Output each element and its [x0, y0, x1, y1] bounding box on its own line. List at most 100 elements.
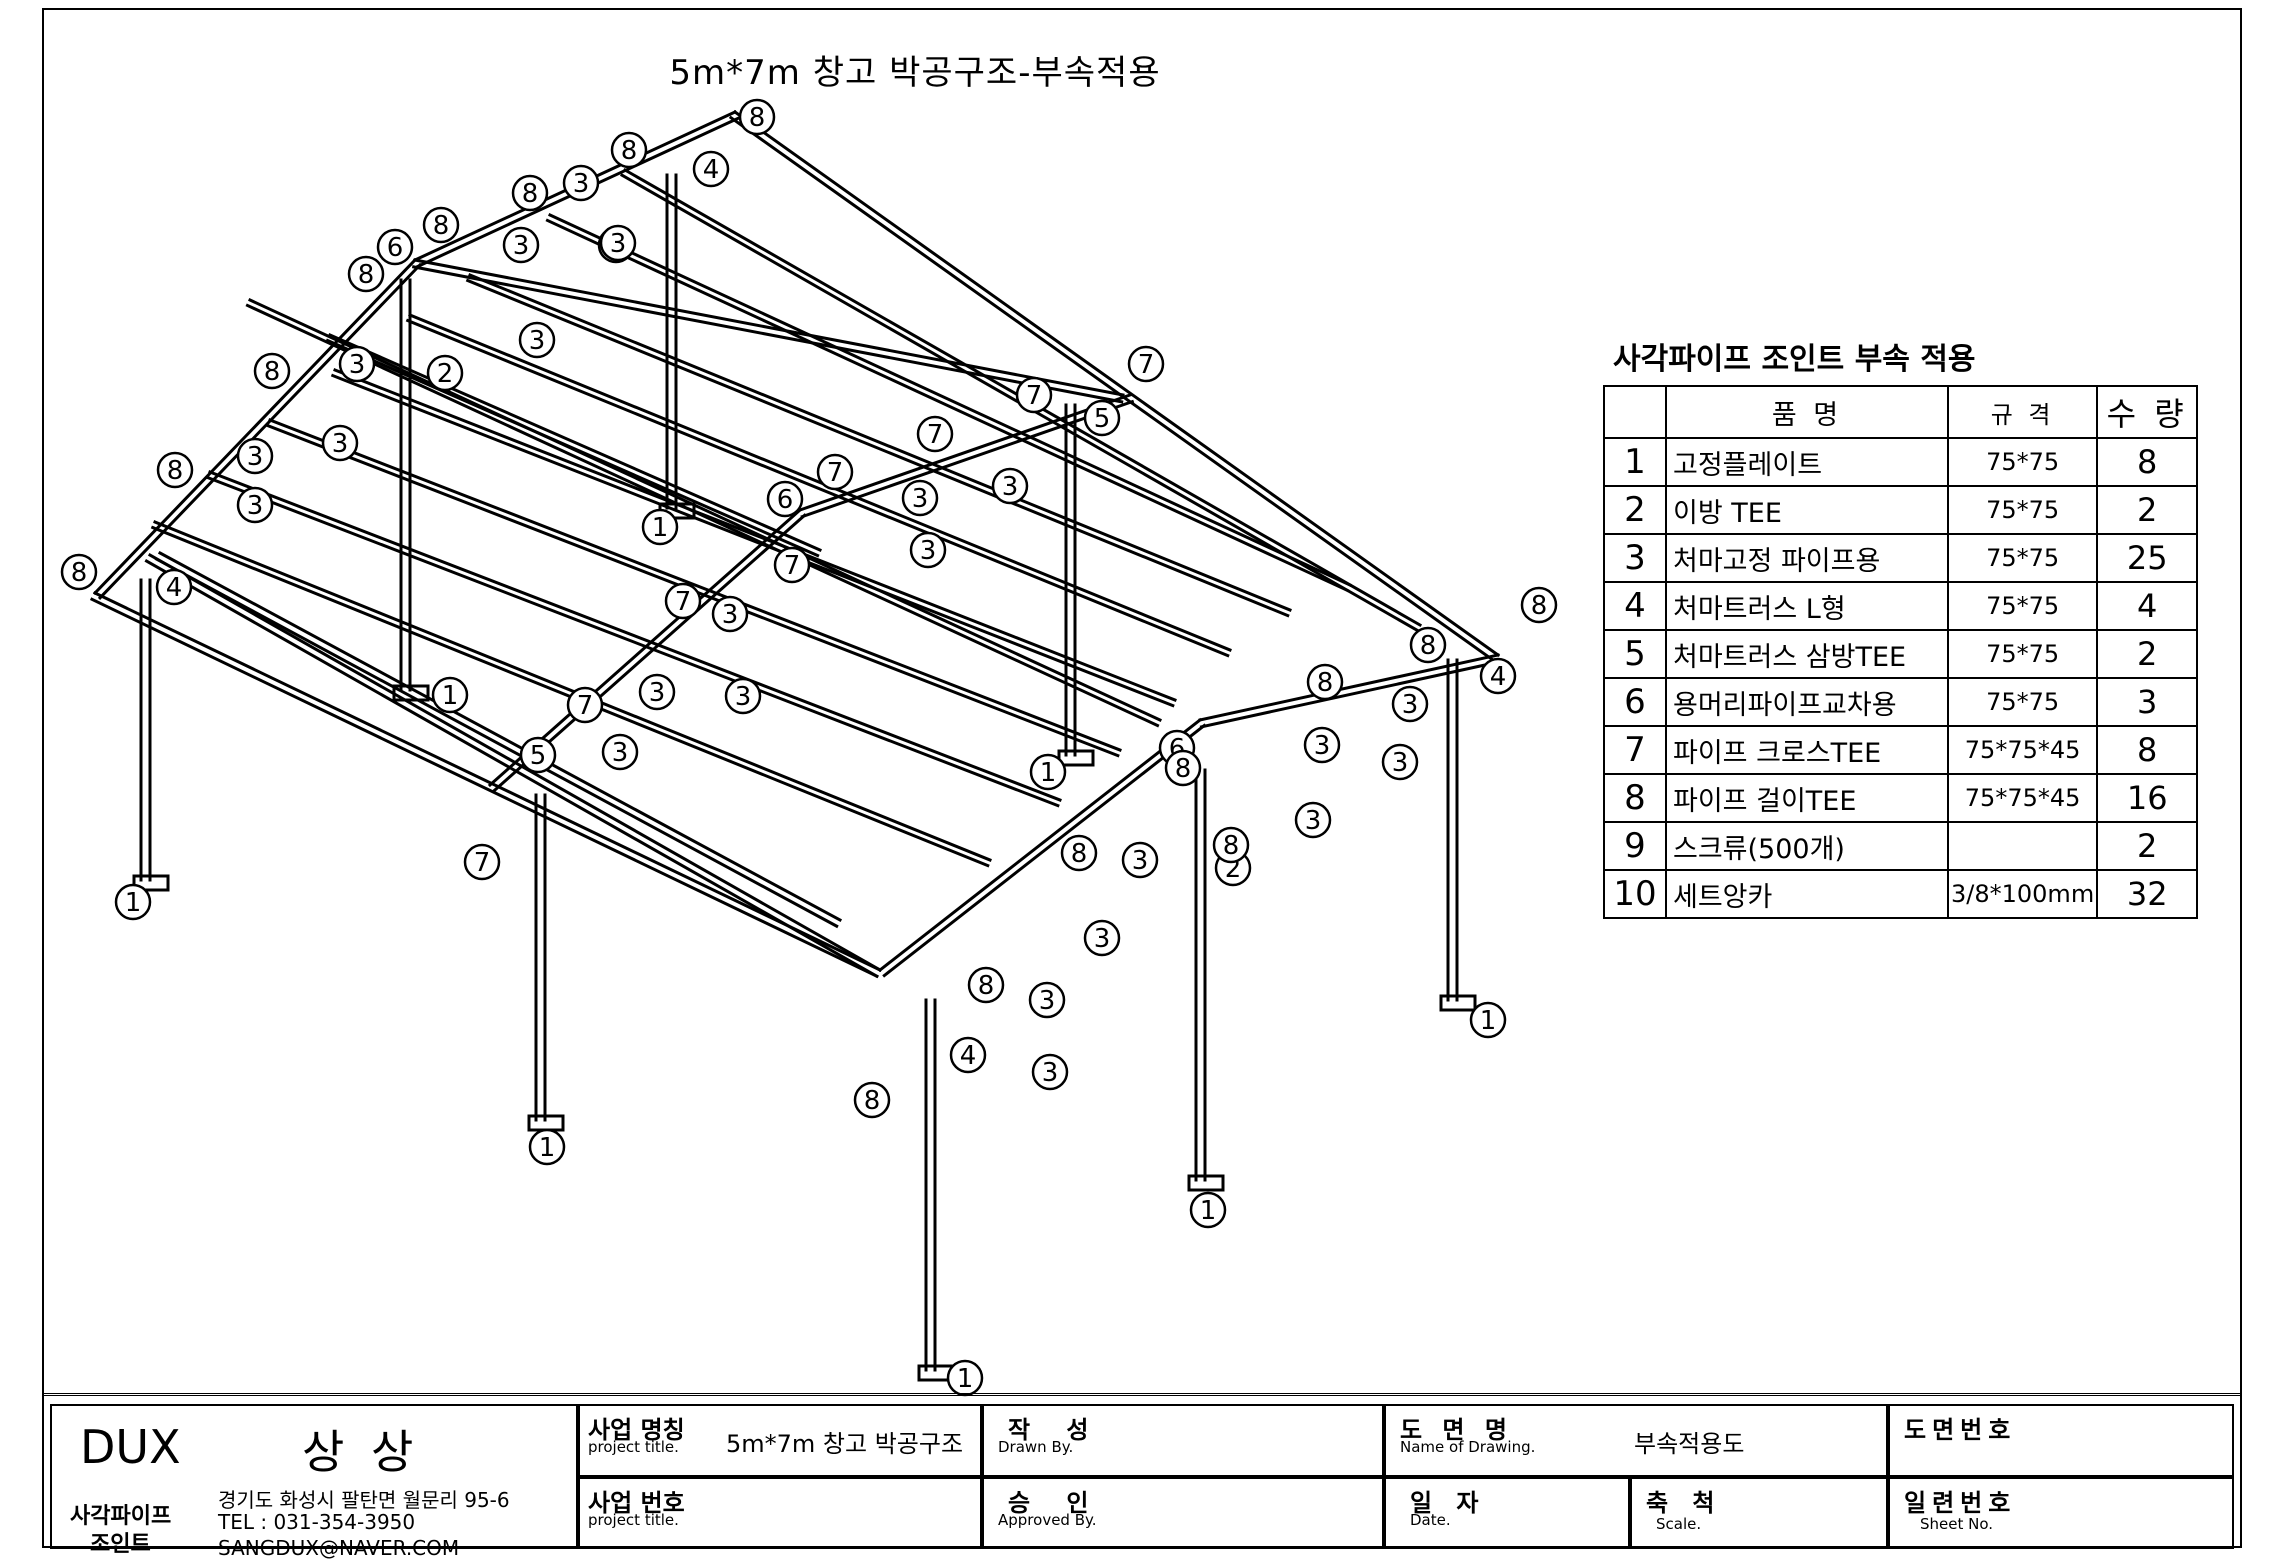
part-no-cell: 7	[1603, 725, 1667, 775]
callout-number: 3	[247, 491, 264, 521]
callout-number: 1	[125, 888, 142, 918]
part-callout: 3	[599, 224, 637, 262]
part-no-cell: 4	[1603, 581, 1667, 631]
drawn-by-label: 작 성	[1008, 1416, 1103, 1444]
callout-number: 7	[827, 458, 844, 488]
callout-number: 3	[735, 682, 752, 712]
project-name-box: 사업 명칭 project title. 5m*7m 창고 박공구조	[578, 1404, 982, 1477]
part-callout: 8	[1164, 749, 1202, 787]
callout-number: 3	[247, 442, 264, 472]
base-plate	[392, 684, 430, 702]
part-spec-cell: 75*75	[1946, 581, 2099, 631]
callout-number: 8	[167, 456, 184, 486]
approved-by-box: 승 인 Approved By.	[982, 1477, 1384, 1549]
callout-number: 1	[1480, 1006, 1497, 1036]
header-name-cell: 품 명	[1665, 385, 1949, 439]
part-name-cell: 파이프 크로스TEE	[1665, 725, 1949, 775]
scale-label: 축 척	[1646, 1489, 1723, 1517]
part-callout: 3	[711, 595, 749, 633]
callout-number: 8	[1223, 831, 1240, 861]
part-spec-cell: 75*75	[1946, 533, 2099, 583]
callout-number: 3	[610, 229, 627, 259]
callout-number: 2	[437, 359, 454, 389]
project-no-sub: project title.	[588, 1511, 679, 1529]
part-callout: 3	[638, 673, 676, 711]
callout-number: 3	[1002, 472, 1019, 502]
middle-gable-rafter	[800, 399, 1135, 519]
parts-table-header-row: 품 명 규 격 수 량	[1603, 385, 2199, 439]
part-callout: 1	[1469, 1001, 1507, 1039]
callout-number: 4	[1490, 662, 1507, 692]
part-no-cell: 3	[1603, 533, 1667, 583]
part-callout: 7	[1015, 376, 1053, 414]
callout-number: 1	[1040, 758, 1057, 788]
project-name-value: 5m*7m 창고 박공구조	[726, 1430, 964, 1458]
part-no-cell: 10	[1603, 869, 1667, 919]
project-name-sub: project title.	[588, 1438, 679, 1456]
company-email: SANGDUX@NAVER.COM	[218, 1536, 460, 1560]
header-spec-cell: 규 격	[1946, 385, 2099, 439]
part-callout: 8	[1409, 626, 1447, 664]
sheet-no-box: 일련번호 Sheet No.	[1888, 1477, 2234, 1549]
part-callout: 3	[1028, 981, 1066, 1019]
base-plate	[132, 874, 170, 892]
part-callout: 8	[853, 1081, 891, 1119]
part-callout: 3	[236, 437, 274, 475]
callout-number: 7	[474, 848, 491, 878]
part-name-cell: 처마고정 파이프용	[1665, 533, 1949, 583]
part-callout: 7	[916, 415, 954, 453]
callout-number: 8	[71, 558, 88, 588]
part-callout: 3	[338, 345, 376, 383]
callout-number: 8	[1071, 839, 1088, 869]
part-callout: 7	[566, 686, 604, 724]
part-qty-cell: 2	[2096, 629, 2199, 679]
part-callout: 8	[422, 206, 460, 244]
part-callout: 8	[511, 174, 549, 212]
part-callout: 7	[816, 453, 854, 491]
callout-number: 3	[1094, 924, 1111, 954]
callout-number: 8	[522, 179, 539, 209]
part-callout: 8	[1520, 586, 1558, 624]
drawing-no-label: 도면번호	[1904, 1416, 2017, 1444]
part-qty-cell: 4	[2096, 581, 2199, 631]
part-qty-cell: 32	[2096, 869, 2199, 919]
part-callout: 8	[1212, 826, 1250, 864]
part-callout: 4	[692, 150, 730, 188]
callout-number: 4	[166, 573, 183, 603]
part-callout: 8	[738, 98, 776, 136]
part-name-cell: 스크류(500개)	[1665, 821, 1949, 871]
ridge-line	[411, 265, 1124, 404]
left-gable-rafter	[92, 257, 418, 596]
date-box: 일 자 Date.	[1384, 1477, 1630, 1549]
gable-tie-beam	[147, 552, 883, 973]
part-no-cell: 6	[1603, 677, 1667, 727]
callout-number: 8	[864, 1086, 881, 1116]
part-callout: 7	[664, 582, 702, 620]
part-callout: 3	[1303, 726, 1341, 764]
parts-table-heading: 사각파이프 조인트 부속 적용	[1613, 342, 1976, 377]
callout-number: 3	[1402, 690, 1419, 720]
part-callout: 8	[1060, 834, 1098, 872]
part-callout: 1	[114, 883, 152, 921]
purlin	[205, 475, 1060, 808]
purlin	[548, 213, 1352, 587]
part-callout: 6	[766, 480, 804, 518]
callout-number: 3	[1039, 986, 1056, 1016]
part-callout: 1	[431, 676, 469, 714]
part-qty-cell: 2	[2096, 485, 2199, 535]
part-qty-cell: 8	[2096, 437, 2199, 487]
purlin	[468, 273, 1292, 612]
purlin	[545, 218, 1350, 593]
part-callout: 3	[518, 321, 556, 359]
part-callout: 4	[155, 568, 193, 606]
back-eave-beam	[732, 109, 1501, 658]
callout-number: 8	[1531, 591, 1548, 621]
part-callout: 3	[1083, 919, 1121, 957]
part-spec-cell: 75*75*45	[1946, 725, 2099, 775]
part-callout: 4	[1479, 657, 1517, 695]
